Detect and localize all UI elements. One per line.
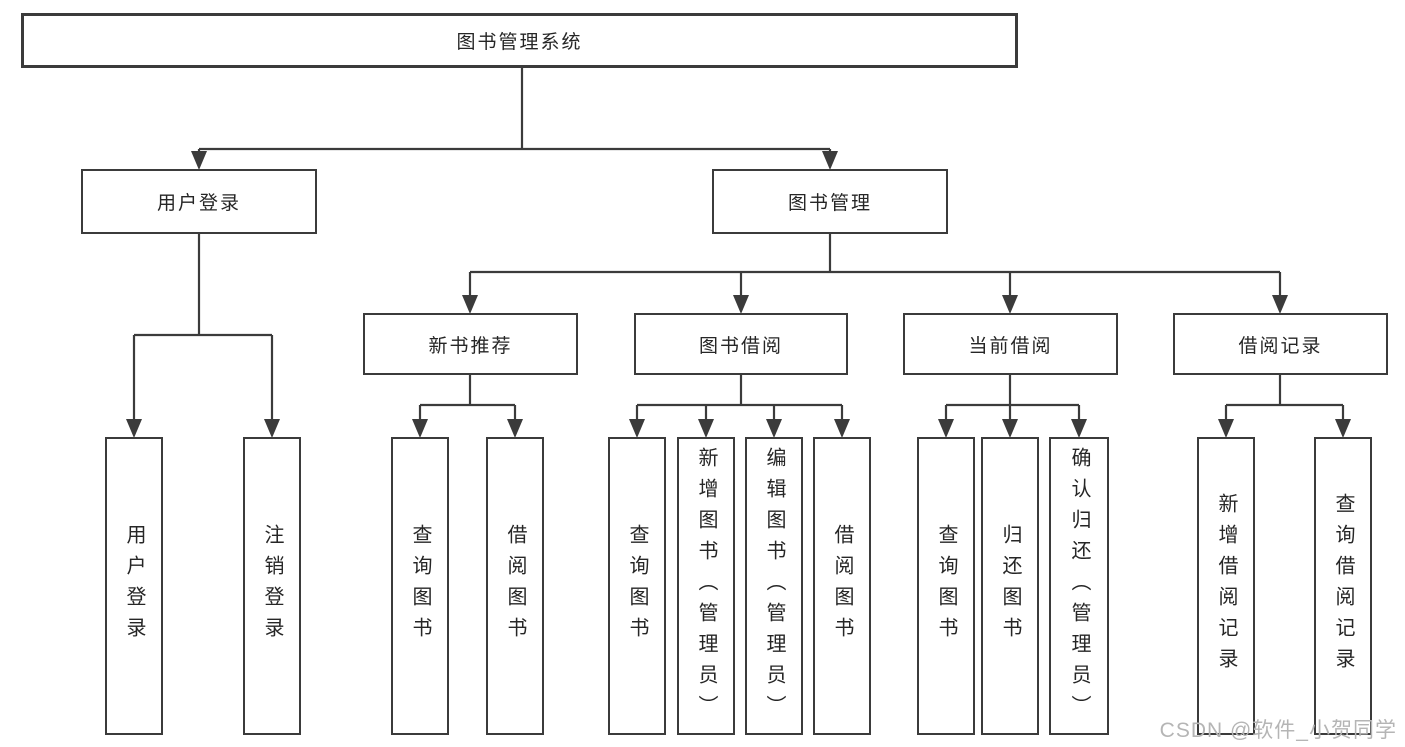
leaf-borrow-books-recommend: 借阅图书 [486, 437, 544, 735]
arrowheads [126, 151, 1351, 438]
arrow-down-icon [698, 419, 714, 438]
node-label: 注销登录 [261, 524, 283, 648]
leaf-query-books-current: 查询图书 [917, 437, 975, 735]
leaf-confirm-return-admin: 确认归还（管理员） [1049, 437, 1109, 735]
node-label: 借阅图书 [831, 524, 853, 648]
leaf-logout: 注销登录 [243, 437, 301, 735]
arrow-down-icon [629, 419, 645, 438]
arrow-down-icon [462, 295, 478, 314]
node-label: 新增借阅记录 [1215, 493, 1237, 679]
csdn-watermark: CSDN @软件_小贺同学 [1159, 719, 1397, 742]
leaf-query-books-borrowing: 查询图书 [608, 437, 666, 735]
leaf-return-books: 归还图书 [981, 437, 1039, 735]
node-label: 用户登录 [123, 524, 145, 648]
leaf-add-borrow-record: 新增借阅记录 [1197, 437, 1255, 735]
arrow-down-icon [1218, 419, 1234, 438]
node-label: 查询图书 [626, 524, 648, 648]
arrow-down-icon [733, 295, 749, 314]
arrow-down-icon [938, 419, 954, 438]
node-library-management-system: 图书管理系统 [21, 13, 1018, 68]
leaf-query-books-recommend: 查询图书 [391, 437, 449, 735]
arrow-down-icon [264, 419, 280, 438]
leaf-query-borrow-record: 查询借阅记录 [1314, 437, 1372, 735]
node-borrowing-records: 借阅记录 [1173, 313, 1388, 375]
connector-root-to-level2 [197, 68, 832, 153]
node-current-borrowing: 当前借阅 [903, 313, 1118, 375]
arrow-down-icon [834, 419, 850, 438]
node-user-login: 用户登录 [81, 169, 317, 234]
leaf-add-book-admin: 新增图书（管理员） [677, 437, 735, 735]
connector-new-book-group [418, 375, 517, 420]
node-book-borrowing: 图书借阅 [634, 313, 848, 375]
node-label: 新增图书（管理员） [695, 446, 717, 726]
node-label: 查询图书 [409, 524, 431, 648]
arrow-down-icon [822, 151, 838, 170]
node-book-management: 图书管理 [712, 169, 948, 234]
connector-user-login-group [132, 234, 274, 420]
leaf-edit-book-admin: 编辑图书（管理员） [745, 437, 803, 735]
connector-book-borrow-group [635, 375, 844, 420]
node-label: 查询图书 [935, 524, 957, 648]
connector-book-management-to-level3 [468, 234, 1282, 297]
arrow-down-icon [1002, 419, 1018, 438]
node-new-book-recommend: 新书推荐 [363, 313, 578, 375]
arrow-down-icon [1002, 295, 1018, 314]
arrow-down-icon [766, 419, 782, 438]
node-label: 确认归还（管理员） [1068, 446, 1090, 726]
connector-current-borrow-group [944, 375, 1081, 420]
arrow-down-icon [191, 151, 207, 170]
arrow-down-icon [507, 419, 523, 438]
node-label: 编辑图书（管理员） [763, 446, 785, 726]
node-label: 图书借阅 [698, 335, 783, 357]
arrow-down-icon [126, 419, 142, 438]
node-label: 图书管理系统 [456, 32, 583, 53]
arrow-down-icon [1071, 419, 1087, 438]
leaf-borrow-books-borrowing: 借阅图书 [813, 437, 871, 735]
arrow-down-icon [412, 419, 428, 438]
node-label: 新书推荐 [428, 335, 513, 357]
node-label: 当前借阅 [968, 335, 1053, 357]
node-label: 图书管理 [787, 193, 872, 214]
node-label: 借阅图书 [504, 524, 526, 648]
arrow-down-icon [1335, 419, 1351, 438]
leaf-user-login: 用户登录 [105, 437, 163, 735]
connector-segments [132, 68, 1345, 420]
arrow-down-icon [1272, 295, 1288, 314]
node-label: 归还图书 [999, 524, 1021, 648]
node-label: 查询借阅记录 [1332, 493, 1354, 679]
node-label: 用户登录 [156, 193, 241, 214]
node-label: 借阅记录 [1238, 335, 1323, 357]
connector-borrow-record-group [1224, 375, 1345, 420]
